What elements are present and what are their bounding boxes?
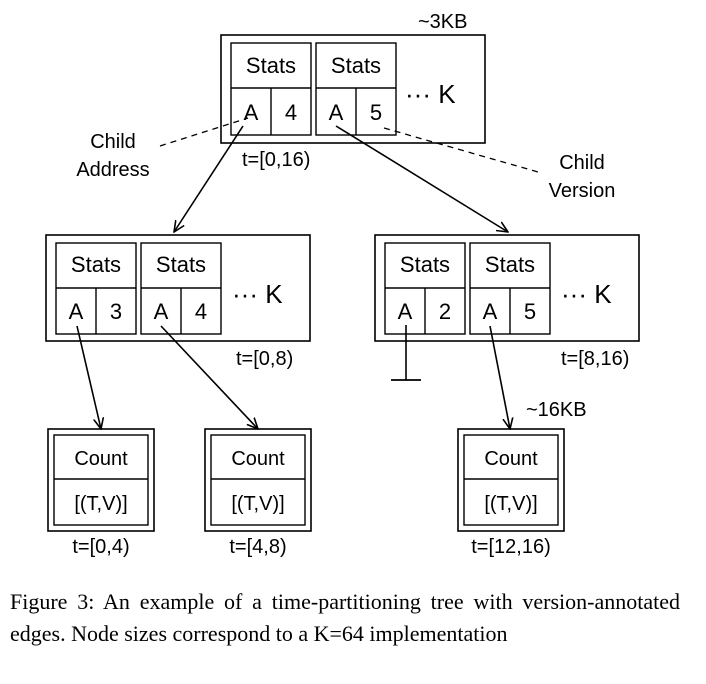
child-address-label-line2: Address — [76, 159, 149, 181]
leaf-2-outer — [204, 428, 312, 532]
root-time-range: t=[0,16) — [242, 149, 310, 171]
left-entry-1: Stats A 3 — [55, 242, 137, 335]
right-entry-1-version: 2 — [439, 299, 451, 324]
null-pointer-symbol — [391, 325, 421, 381]
child-version-label-line2: Version — [549, 180, 616, 202]
right-more-entries: ··· K — [561, 279, 612, 309]
root-entry-1-version: 4 — [285, 100, 297, 125]
left-entry-1-version: 3 — [110, 299, 122, 324]
right-time-range: t=[8,16) — [561, 348, 629, 370]
root-size-label: ~3KB — [418, 11, 467, 33]
right-entry-2-version: 5 — [524, 299, 536, 324]
edge-left-to-leaf-1 — [76, 325, 101, 429]
right-entry-1: Stats A 2 — [384, 242, 466, 335]
root-entry-2-version: 5 — [370, 100, 382, 125]
child-version-annotation: Child Version — [383, 127, 616, 202]
leaf-3-count: Count — [484, 448, 538, 470]
left-entry-2-version: 4 — [195, 299, 207, 324]
left-time-range: t=[0,8) — [236, 348, 293, 370]
child-version-pointer — [383, 127, 539, 173]
left-entry-1-stats: Stats — [71, 252, 121, 277]
root-entry-2-stats: Stats — [331, 53, 381, 78]
edge-right-to-leaf-3 — [489, 325, 510, 429]
leaf-1-pairs: [(T,V)] — [74, 493, 127, 515]
right-node: Stats A 2 Stats A 5 ··· K t=[8,16) — [374, 234, 640, 370]
leaf-1-time-range: t=[0,4) — [72, 536, 129, 558]
right-entry-1-address: A — [398, 299, 413, 324]
leaf-3-inner — [463, 434, 559, 526]
leaf-1-count: Count — [74, 448, 128, 470]
leaf-2-count: Count — [231, 448, 285, 470]
leaf-node-1: Count [(T,V)] t=[0,4) — [47, 428, 155, 558]
left-node: Stats A 3 Stats A 4 ··· K t=[0,8) — [45, 234, 311, 370]
leaf-3-outer — [457, 428, 565, 532]
right-entry-2: Stats A 5 — [469, 242, 551, 335]
tree-diagram: ~3KB Stats A 4 Stats A 5 ··· K t=[0,16) … — [45, 11, 640, 558]
child-address-label-line1: Child — [90, 131, 136, 153]
leaf-2-time-range: t=[4,8) — [229, 536, 286, 558]
leaf-2-inner — [210, 434, 306, 526]
root-entry-1-stats: Stats — [246, 53, 296, 78]
root-node: ~3KB Stats A 4 Stats A 5 ··· K t=[0,16) — [220, 11, 486, 171]
leaf-3-size-label: ~16KB — [526, 399, 587, 421]
leaf-node-2: Count [(T,V)] t=[4,8) — [204, 428, 312, 558]
edge-left-to-leaf-2 — [160, 325, 258, 429]
right-entry-1-stats: Stats — [400, 252, 450, 277]
right-entry-2-address: A — [483, 299, 498, 324]
right-node-outline — [374, 234, 640, 342]
edge-root-to-right — [335, 125, 508, 232]
root-entry-1: Stats A 4 — [230, 42, 312, 136]
child-version-label-line1: Child — [559, 152, 605, 174]
left-entry-1-address: A — [69, 299, 84, 324]
left-more-entries: ··· K — [232, 279, 283, 309]
child-address-pointer — [159, 117, 249, 147]
left-entry-2-stats: Stats — [156, 252, 206, 277]
leaf-3-time-range: t=[12,16) — [471, 536, 551, 558]
leaf-3-pairs: [(T,V)] — [484, 493, 537, 515]
root-entry-2-address: A — [329, 100, 344, 125]
right-entry-2-stats: Stats — [485, 252, 535, 277]
root-entry-1-address: A — [244, 100, 259, 125]
leaf-node-3: ~16KB Count [(T,V)] t=[12,16) — [457, 399, 587, 558]
leaf-1-outer — [47, 428, 155, 532]
root-more-entries: ··· K — [405, 79, 456, 109]
left-node-outline — [45, 234, 311, 342]
child-address-annotation: Child Address — [76, 117, 249, 181]
leaf-2-pairs: [(T,V)] — [231, 493, 284, 515]
root-entry-2: Stats A 5 — [315, 42, 397, 136]
figure-caption: Figure 3: An example of a time-partition… — [10, 589, 680, 646]
leaf-1-inner — [53, 434, 149, 526]
left-entry-2: Stats A 4 — [140, 242, 222, 335]
edge-root-to-left — [174, 125, 244, 232]
left-entry-2-address: A — [154, 299, 169, 324]
root-node-outline — [220, 34, 486, 144]
